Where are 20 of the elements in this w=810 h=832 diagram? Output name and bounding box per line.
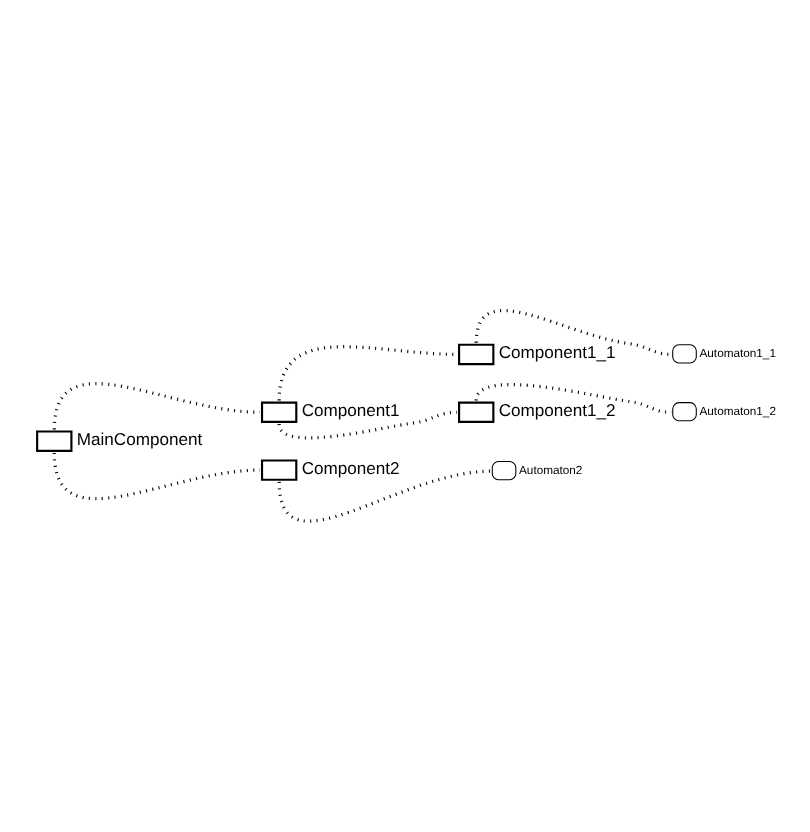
node-box (491, 461, 517, 481)
connector (52, 382, 260, 430)
node-label: Component2 (301, 458, 400, 479)
connector (52, 452, 260, 500)
node-label: MainComponent (76, 429, 203, 450)
connector (277, 410, 457, 440)
node-label: Component1_2 (498, 400, 616, 421)
connector (474, 309, 672, 357)
node-box (260, 459, 298, 481)
connector (277, 345, 457, 401)
node-label: Component1 (301, 400, 400, 421)
node-box (458, 401, 495, 423)
connector (277, 469, 492, 523)
node-label: Component1_1 (498, 342, 616, 363)
connector (474, 383, 672, 414)
node-box (672, 344, 697, 364)
node-box (672, 402, 697, 422)
node-box (260, 401, 298, 423)
node-box (458, 343, 495, 366)
node-box (36, 430, 73, 452)
